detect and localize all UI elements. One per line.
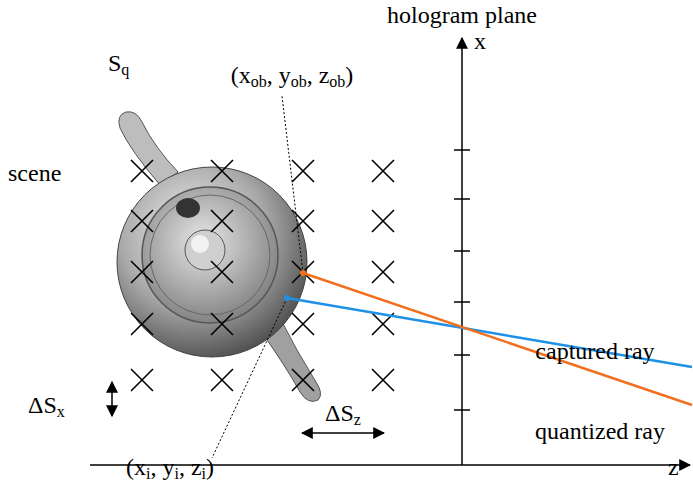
axis-tick — [454, 409, 470, 411]
sample-cross — [211, 369, 233, 391]
point-label: (xi, yi, zi) — [126, 454, 214, 480]
quantized-point — [300, 270, 306, 276]
axis-tick — [454, 250, 470, 252]
sample-cross — [372, 261, 394, 283]
scene-label: scene — [8, 160, 61, 186]
sample-cross — [292, 369, 314, 391]
axis-tick — [454, 149, 470, 151]
sample-cross — [211, 313, 233, 335]
spacing-arrow — [111, 382, 113, 416]
leader-line — [282, 96, 303, 273]
sample-cross — [131, 313, 153, 335]
quantized-ray — [303, 273, 692, 405]
spacing-arrow — [302, 432, 384, 434]
grid-label: Sq — [108, 50, 129, 76]
sample-cross — [372, 369, 394, 391]
captured-ray — [287, 298, 692, 367]
sample-cross — [292, 210, 314, 232]
sample-cross — [292, 313, 314, 335]
sample-cross — [372, 160, 394, 182]
ray-label: quantized ray — [535, 418, 665, 444]
axis-label: x — [474, 28, 486, 54]
sample-cross — [211, 160, 233, 182]
dimension: ΔSz — [325, 400, 361, 426]
leader-line — [212, 298, 287, 458]
sample-cross — [131, 210, 153, 232]
axis-label: z — [668, 454, 679, 480]
sample-cross — [292, 160, 314, 182]
sample-cross — [131, 160, 153, 182]
axis-title: hologram plane — [387, 2, 537, 28]
axis-tick — [454, 198, 470, 200]
sample-grid — [131, 160, 394, 391]
sample-cross — [211, 210, 233, 232]
axis-ticks — [454, 150, 470, 410]
sample-cross — [292, 261, 314, 283]
sample-cross — [131, 261, 153, 283]
axis-tick — [454, 354, 470, 356]
sample-cross — [372, 210, 394, 232]
dimension: ΔSx — [28, 392, 65, 418]
captured-point — [284, 295, 290, 301]
ray-label: captured ray — [535, 338, 654, 364]
axis-tick — [454, 301, 470, 303]
point-label: (xob, yob, zob) — [231, 62, 354, 88]
teapot — [117, 112, 321, 402]
sample-cross — [211, 261, 233, 283]
sample-cross — [131, 369, 153, 391]
